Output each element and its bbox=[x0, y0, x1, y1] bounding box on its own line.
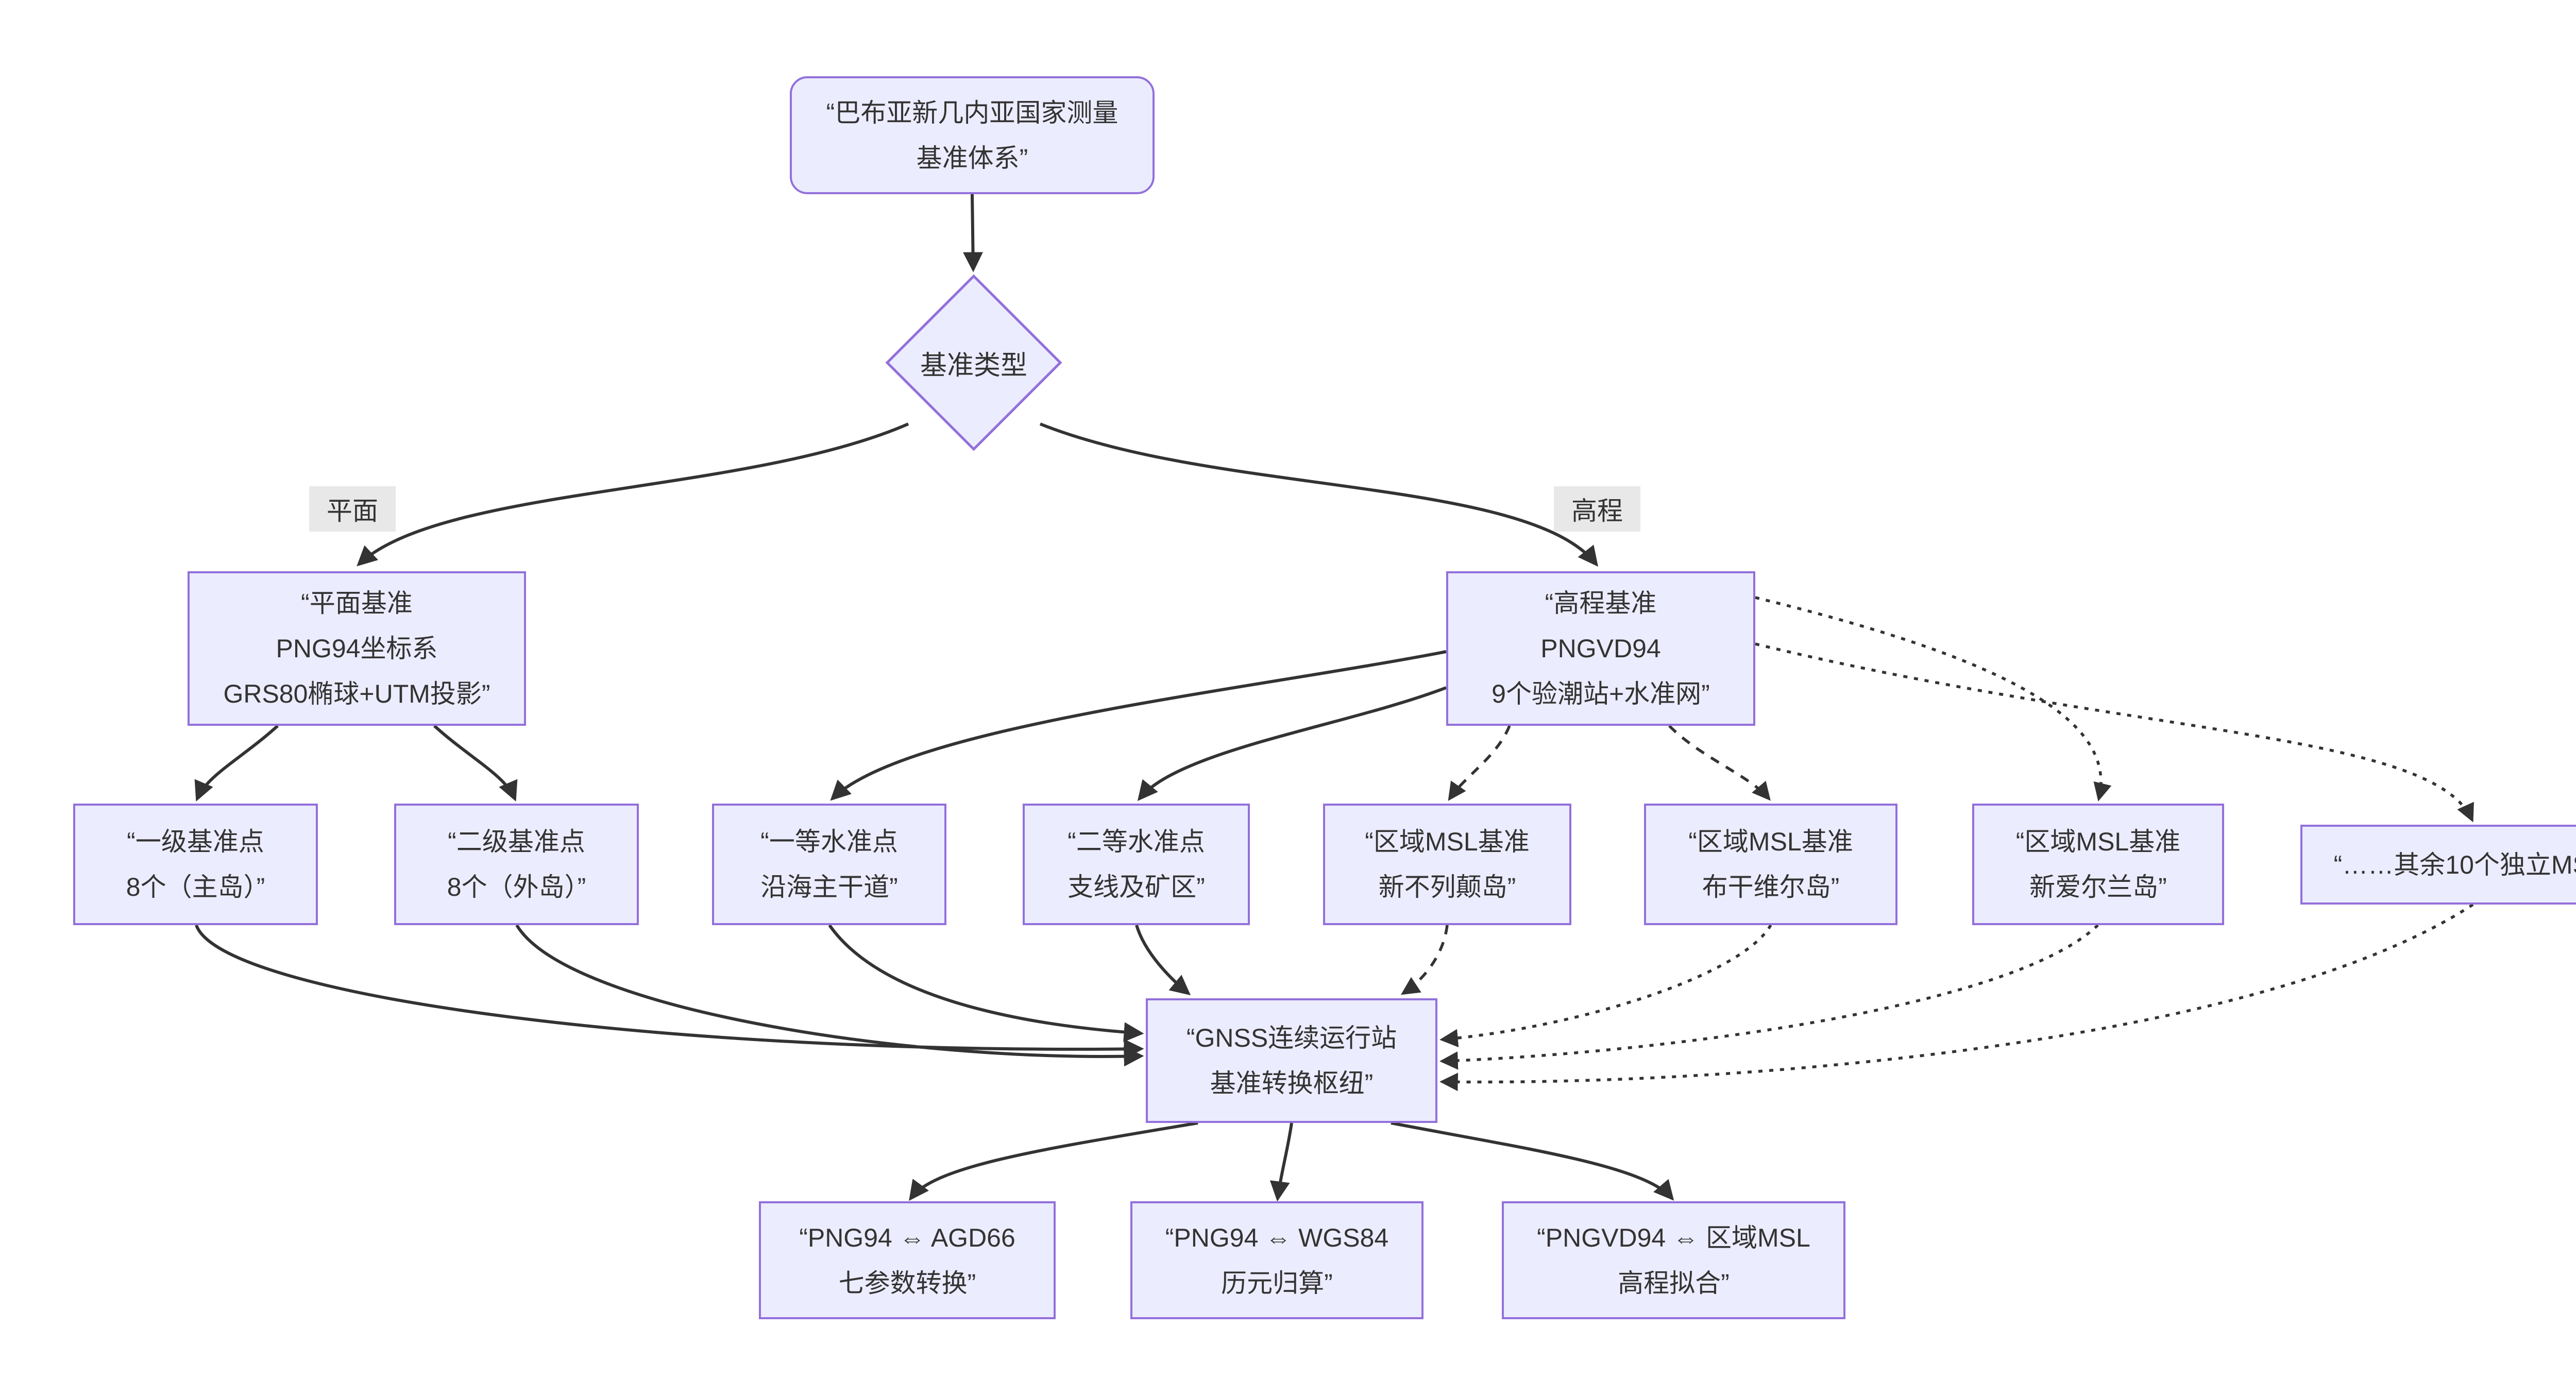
edge-msl-new-ireland-to-hub bbox=[1439, 924, 2099, 1070]
node-planar-datum: “平面基准 PNG94坐标系 GRS80椭球+UTM投影” bbox=[188, 571, 526, 726]
node-line: “一等水准点 bbox=[760, 827, 898, 856]
node-first-order-points: “一级基准点 8个（主岛）” bbox=[73, 804, 318, 925]
node-second-leveling: “二等水准点 支线及矿区” bbox=[1023, 804, 1250, 925]
node-line: “PNG94 ⇔ AGD66 bbox=[799, 1223, 1015, 1252]
node-height-line: 9个验潮站+水准网” bbox=[1492, 679, 1710, 708]
node-line: 8个（主岛）” bbox=[126, 873, 265, 901]
edge-decision-to-planar bbox=[357, 422, 909, 567]
node-line: “PNG94 ⇔ WGS84 bbox=[1165, 1223, 1389, 1252]
node-decision-label: 基准类型 bbox=[920, 350, 1027, 381]
node-line: 8个（外岛）” bbox=[447, 873, 586, 901]
node-root: “巴布亚新几内亚国家测量 基准体系” bbox=[790, 76, 1155, 194]
node-line: “区域MSL基准 bbox=[1688, 827, 1853, 856]
node-line: “二等水准点 bbox=[1067, 827, 1205, 856]
node-msl-new-ireland: “区域MSL基准 新爱尔兰岛” bbox=[1972, 804, 2224, 925]
node-line: 新爱尔兰岛” bbox=[2029, 873, 2167, 901]
edge-msl-new-britain-to-hub bbox=[1401, 925, 1449, 995]
node-line: 支线及矿区” bbox=[1067, 873, 1205, 901]
node-planar-line: “平面基准 bbox=[301, 589, 413, 618]
node-trans-agd66: “PNG94 ⇔ AGD66 七参数转换” bbox=[759, 1201, 1056, 1319]
edge-msl-bougainville-to-hub bbox=[1439, 924, 1772, 1048]
node-height-datum: “高程基准 PNGVD94 9个验潮站+水准网” bbox=[1446, 571, 1755, 726]
node-line: “区域MSL基准 bbox=[1365, 827, 1530, 856]
node-msl-rest: “……其余10个独立MSL” bbox=[2300, 825, 2576, 905]
edge-height-to-msl-new-ireland bbox=[1755, 596, 2112, 802]
node-line: “PNGVD94 ⇔ 区域MSL bbox=[1537, 1223, 1810, 1252]
edge-hub-to-trans-agd66 bbox=[909, 1121, 1198, 1201]
node-trans-wgs84: “PNG94 ⇔ WGS84 历元归算” bbox=[1130, 1201, 1423, 1319]
edge-height-to-second-leveling bbox=[1137, 686, 1447, 802]
node-gnss-hub: “GNSS连续运行站 基准转换枢纽” bbox=[1146, 998, 1437, 1123]
node-line: 布干维尔岛” bbox=[1702, 873, 1840, 901]
edge-hub-to-trans-msl bbox=[1391, 1121, 1674, 1201]
edge-planar-to-second-order bbox=[433, 724, 518, 802]
edge-planar-to-first-order bbox=[194, 724, 279, 802]
edge-second-leveling-to-hub bbox=[1135, 925, 1191, 996]
edge-msl-rest-to-hub bbox=[1439, 903, 2474, 1092]
edge-label-height: 高程 bbox=[1554, 486, 1640, 532]
node-line: 沿海主干道” bbox=[760, 873, 898, 901]
edge-height-to-msl-rest bbox=[1755, 642, 2474, 823]
node-line: 七参数转换” bbox=[838, 1268, 976, 1298]
node-line: “一级基准点 bbox=[127, 827, 264, 856]
node-planar-line: PNG94坐标系 bbox=[276, 634, 438, 663]
node-trans-msl: “PNGVD94 ⇔ 区域MSL 高程拟合” bbox=[1502, 1201, 1845, 1319]
node-line: “GNSS连续运行站 bbox=[1186, 1024, 1397, 1052]
node-root-line: 基准体系” bbox=[916, 143, 1028, 173]
node-line: “区域MSL基准 bbox=[2015, 827, 2181, 856]
node-height-line: “高程基准 bbox=[1545, 589, 1657, 618]
node-line: 历元归算” bbox=[1221, 1268, 1333, 1298]
node-first-leveling: “一等水准点 沿海主干道” bbox=[712, 804, 946, 925]
edge-height-to-first-leveling bbox=[830, 650, 1447, 801]
edge-second-order-to-hub bbox=[515, 924, 1144, 1067]
node-line: 基准转换枢纽” bbox=[1210, 1069, 1374, 1098]
edge-height-to-msl-bougainville bbox=[1668, 725, 1771, 801]
node-root-line: “巴布亚新几内亚国家测量 bbox=[826, 98, 1118, 127]
edge-label-planar: 平面 bbox=[309, 486, 396, 532]
edge-hub-to-trans-wgs84 bbox=[1269, 1122, 1293, 1202]
edge-height-to-msl-new-britain bbox=[1448, 725, 1511, 801]
node-line: 高程拟合” bbox=[1618, 1268, 1730, 1298]
edge-first-order-to-hub bbox=[195, 924, 1144, 1059]
node-height-line: PNGVD94 bbox=[1540, 634, 1661, 663]
decision-diamond-shape bbox=[885, 274, 1062, 451]
node-second-order-points: “二级基准点 8个（外岛）” bbox=[394, 804, 639, 925]
edge-first-leveling-to-hub bbox=[828, 924, 1144, 1043]
edge-root-to-decision bbox=[963, 194, 984, 272]
node-line: “……其余10个独立MSL” bbox=[2333, 850, 2576, 879]
node-line: “二级基准点 bbox=[448, 827, 585, 856]
edge-decision-to-height bbox=[1039, 422, 1599, 567]
node-msl-new-britain: “区域MSL基准 新不列颠岛” bbox=[1323, 804, 1571, 925]
node-msl-bougainville: “区域MSL基准 布干维尔岛” bbox=[1644, 804, 1897, 925]
node-line: 新不列颠岛” bbox=[1378, 873, 1516, 901]
node-planar-line: GRS80椭球+UTM投影” bbox=[223, 679, 490, 708]
